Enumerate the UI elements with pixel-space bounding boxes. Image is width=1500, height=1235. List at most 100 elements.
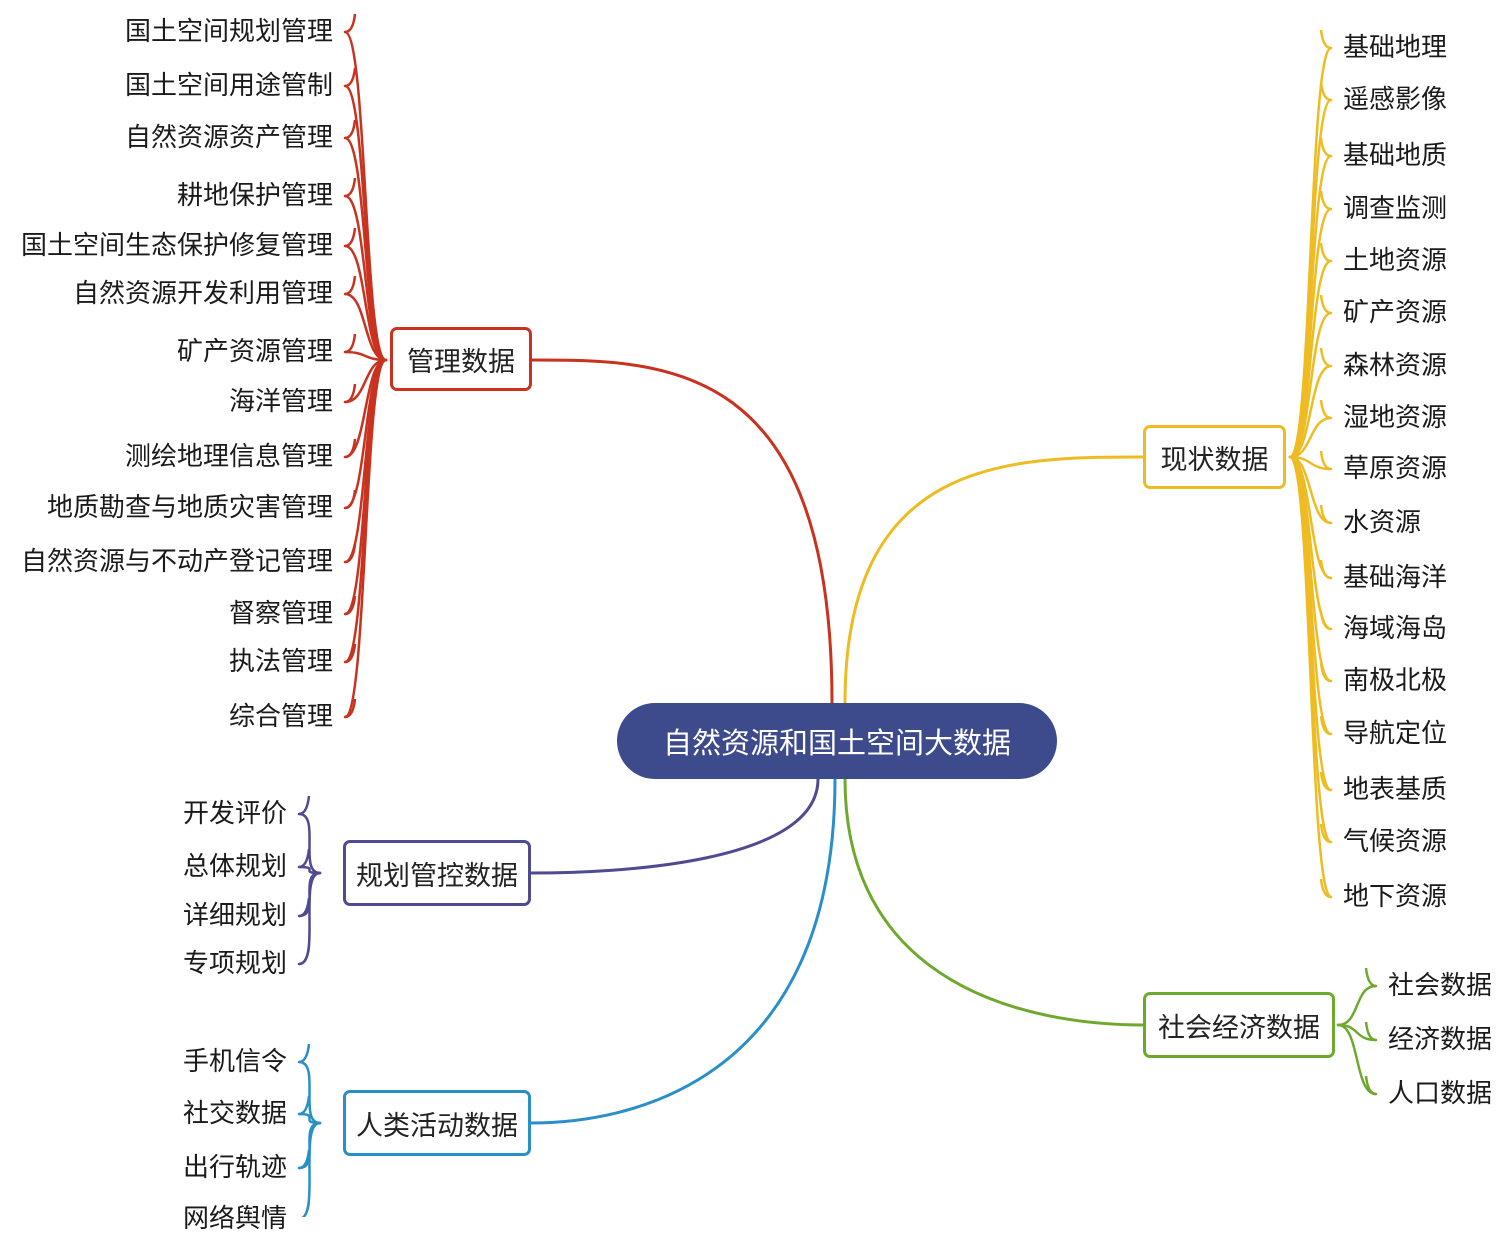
management-leaf-item: 自然资源资产管理 [124,123,333,153]
status-leaf-stub [1319,81,1332,102]
status-leaf-stub [1319,294,1332,315]
status-leaf-item: 调查监测 [1343,194,1448,224]
management-leaf-stub [344,177,357,198]
management-leaf-stub [344,438,357,459]
status-leaf-stub [1319,771,1332,792]
human-leaf-stub [301,1200,311,1217]
management-leaf-connector [343,244,388,362]
planning-leaf-item: 详细规划 [182,901,287,931]
status-leaf-stub [1319,137,1332,158]
management-leaf-item: 海洋管理 [228,387,333,417]
socioeconomic-leaf-stub [1364,967,1377,988]
socioeconomic-leaf-item: 社会数据 [1388,971,1493,1001]
planning-leaf-stub [298,945,311,966]
management-leaf-stub [344,595,357,616]
management-leaf-stub [344,227,357,248]
status-leaf-stub [1319,662,1332,683]
status-leaf-connector [1288,311,1333,459]
management-leaf-stub [344,698,357,719]
status-leaf-item: 水资源 [1343,508,1422,538]
branch-planning: 规划管控数据 [343,840,531,906]
branch-socioeconomic: 社会经济数据 [1143,992,1335,1058]
planning-main-connector [529,777,820,875]
human-leaf-item: 社交数据 [182,1099,287,1129]
management-leaf-stub [344,119,357,140]
branch-status: 现状数据 [1143,425,1286,489]
management-leaf-item: 综合管理 [228,702,333,732]
management-leaf-stub [344,643,357,664]
human-leaf-item: 手机信令 [182,1047,287,1077]
planning-leaf-item: 开发评价 [182,799,287,829]
management-leaf-item: 国土空间生态保护修复管理 [20,231,333,261]
management-leaf-stub [344,13,357,34]
management-leaf-connector [343,84,388,362]
socioeconomic-leaf-connector [1336,984,1378,1027]
planning-leaf-stub [298,848,311,869]
management-leaf-item: 地质勘查与地质灾害管理 [46,493,333,523]
management-leaf-stub [344,67,357,88]
management-leaf-item: 测绘地理信息管理 [124,442,333,472]
status-leaf-item: 海域海岛 [1343,614,1448,644]
status-main-connector [843,455,1145,705]
status-leaf-item: 基础地理 [1343,33,1448,63]
management-leaf-stub [344,383,357,404]
central-topic: 自然资源和国土空间大数据 [617,703,1057,779]
management-leaf-item: 矿产资源管理 [176,337,333,367]
status-leaf-stub [1319,242,1332,263]
status-leaf-stub [1319,504,1332,525]
socioeconomic-leaf-stub [1364,1021,1377,1042]
status-leaf-item: 地下资源 [1343,882,1448,912]
management-leaf-item: 国土空间用途管制 [124,71,333,101]
planning-leaf-item: 总体规划 [182,852,287,882]
management-leaf-item: 国土空间规划管理 [124,17,333,47]
planning-leaf-item: 专项规划 [182,949,287,979]
status-leaf-item: 地表基质 [1343,775,1448,805]
management-leaf-stub [344,543,357,564]
management-leaf-connector [343,292,388,362]
branch-human: 人类活动数据 [343,1090,531,1156]
status-leaf-stub [1319,878,1332,899]
socioeconomic-leaf-item: 经济数据 [1388,1025,1493,1055]
management-leaf-item: 督察管理 [228,599,333,629]
socioeconomic-leaf-stub [1364,1075,1377,1096]
status-leaf-item: 基础地质 [1343,141,1448,171]
status-leaf-stub [1319,715,1332,736]
status-leaf-item: 湿地资源 [1343,403,1448,433]
status-leaf-item: 气候资源 [1343,827,1448,857]
status-leaf-connector [1288,455,1333,899]
human-leaf-item: 网络舆情 [182,1204,287,1234]
status-leaf-item: 森林资源 [1343,351,1448,381]
status-leaf-stub [1319,610,1332,631]
status-leaf-stub [1319,190,1332,211]
status-leaf-item: 基础海洋 [1343,563,1448,593]
socioeconomic-main-connector [843,777,1145,1027]
management-leaf-item: 耕地保护管理 [176,181,333,211]
management-leaf-stub [344,489,357,510]
status-leaf-connector [1288,364,1333,459]
management-leaf-item: 自然资源开发利用管理 [72,279,333,309]
management-leaf-connector [343,358,388,719]
planning-leaf-connector [297,812,322,875]
human-leaf-stub [298,1095,311,1116]
status-leaf-stub [1319,347,1332,368]
human-main-connector [529,777,837,1125]
status-leaf-item: 导航定位 [1343,719,1448,749]
human-leaf-stub [298,1043,311,1064]
status-leaf-stub [1319,450,1332,471]
management-main-connector [530,358,834,705]
management-leaf-stub [344,275,357,296]
status-leaf-item: 矿产资源 [1343,298,1448,328]
status-leaf-stub [1319,399,1332,420]
management-leaf-item: 执法管理 [228,647,333,677]
human-leaf-item: 出行轨迹 [182,1153,287,1183]
status-leaf-item: 草原资源 [1343,454,1448,484]
status-leaf-stub [1319,823,1332,844]
status-leaf-connector [1288,416,1333,459]
status-leaf-stub [1319,29,1332,50]
status-leaf-item: 南极北极 [1343,666,1448,696]
socioeconomic-leaf-item: 人口数据 [1388,1079,1493,1109]
status-leaf-stub [1319,559,1332,580]
status-leaf-item: 土地资源 [1343,246,1448,276]
management-leaf-stub [344,333,357,354]
